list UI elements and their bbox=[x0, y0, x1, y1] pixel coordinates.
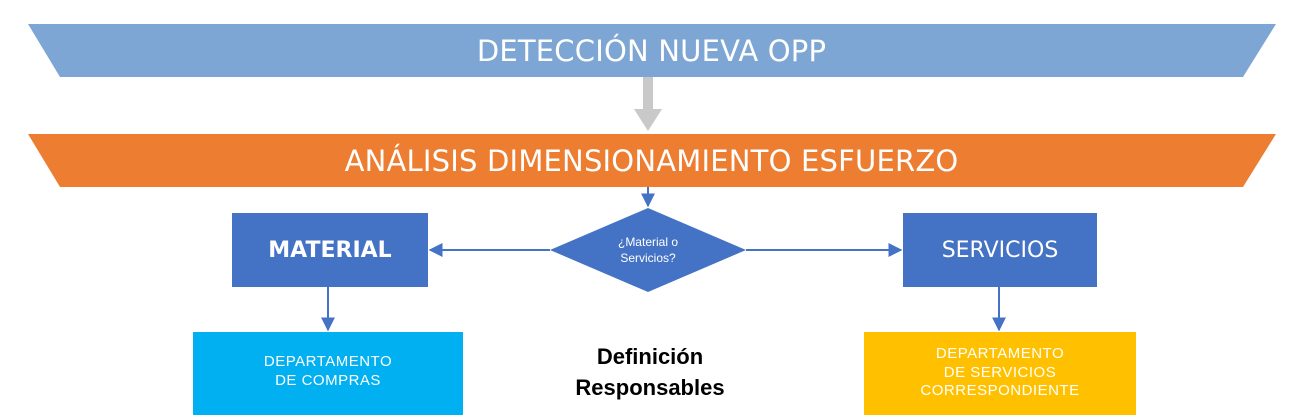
servicios-box bbox=[903, 213, 1097, 287]
detection-banner bbox=[28, 24, 1276, 77]
gray-down-arrow bbox=[634, 77, 662, 131]
servicios-dept-box bbox=[864, 332, 1136, 415]
material-box bbox=[232, 213, 428, 287]
compras-box bbox=[193, 332, 463, 415]
decision-diamond bbox=[550, 208, 746, 292]
analysis-banner bbox=[28, 134, 1276, 187]
